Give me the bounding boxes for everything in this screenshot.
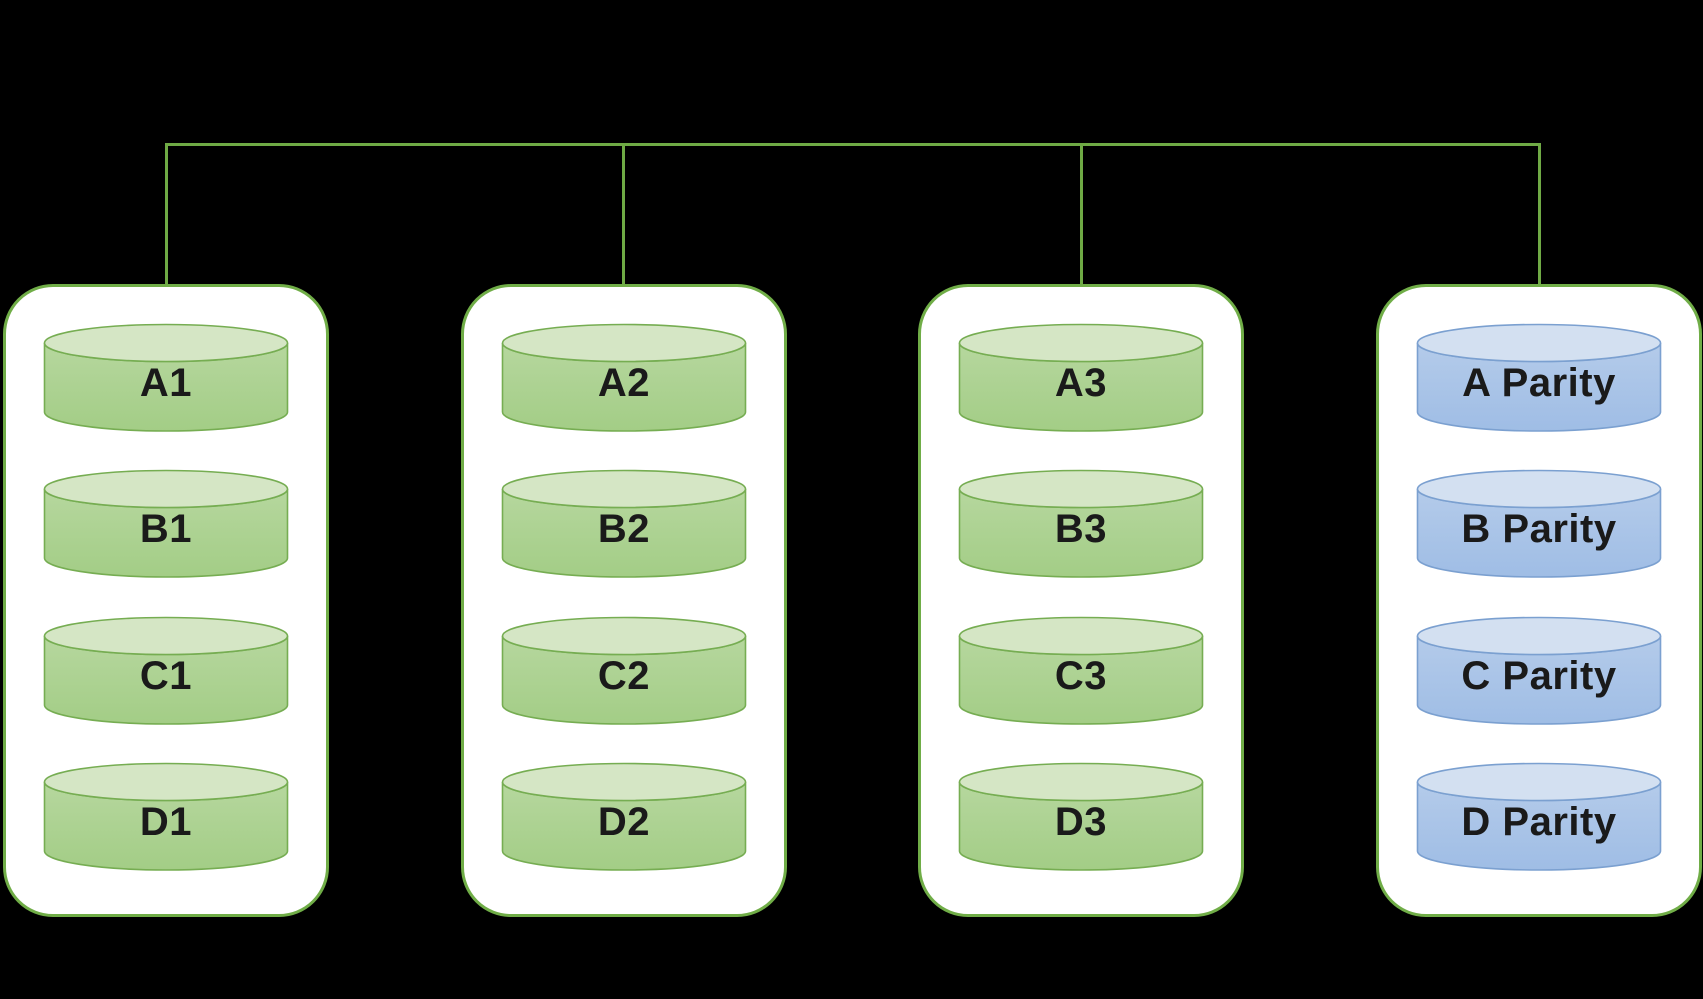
disk-label: B3 [1054, 506, 1108, 551]
cylinder-icon [1416, 616, 1662, 725]
disk-label: D3 [1054, 799, 1108, 844]
disk-label: D1 [139, 799, 193, 844]
bus-drop-line-disk-3 [1080, 143, 1083, 286]
disk-d-parity: D Parity [1416, 762, 1662, 872]
disk-d2: D2 [501, 762, 747, 872]
disk-label: B1 [139, 506, 193, 551]
disk-b1: B1 [43, 469, 289, 579]
disk-b3: B3 [958, 469, 1204, 579]
disk-label: C1 [139, 653, 193, 698]
cylinder-icon [501, 762, 747, 871]
disk-label: C Parity [1461, 653, 1617, 698]
cylinder-icon [1416, 323, 1662, 432]
disk-a3: A3 [958, 323, 1204, 433]
cylinder-icon [501, 616, 747, 725]
disk-label: B2 [597, 506, 651, 551]
bus-drop-line-parity-disk [1538, 143, 1541, 286]
cylinder-icon [1416, 469, 1662, 578]
cylinder-icon [43, 762, 289, 871]
bus-drop-line-disk-1 [165, 143, 168, 286]
disk-1-enclosure: A1 B1 C1 D1 [3, 284, 329, 917]
disk-d3: D3 [958, 762, 1204, 872]
cylinder-icon [43, 323, 289, 432]
cylinder-icon [958, 469, 1204, 578]
disk-b-parity: B Parity [1416, 469, 1662, 579]
disk-label: A Parity [1462, 360, 1616, 405]
disk-label: B Parity [1461, 506, 1617, 551]
cylinder-icon [958, 323, 1204, 432]
cylinder-icon [501, 469, 747, 578]
bus-drop-line-disk-2 [622, 143, 625, 286]
disk-a2: A2 [501, 323, 747, 433]
disk-a-parity: A Parity [1416, 323, 1662, 433]
disk-c3: C3 [958, 616, 1204, 726]
cylinder-icon [958, 762, 1204, 871]
disk-label: D Parity [1461, 799, 1617, 844]
disk-label: C3 [1054, 653, 1108, 698]
disk-label: C2 [597, 653, 651, 698]
cylinder-icon [501, 323, 747, 432]
cylinder-icon [43, 469, 289, 578]
cylinder-icon [1416, 762, 1662, 871]
disk-c-parity: C Parity [1416, 616, 1662, 726]
disk-3-enclosure: A3 B3 C3 D3 [918, 284, 1244, 917]
disk-a1: A1 [43, 323, 289, 433]
parity-disk-enclosure: A Parity B Parity C Parity D Parity [1376, 284, 1702, 917]
disk-c1: C1 [43, 616, 289, 726]
cylinder-icon [43, 616, 289, 725]
disk-c2: C2 [501, 616, 747, 726]
bus-horizontal-line [166, 143, 1541, 146]
disk-label: A3 [1054, 360, 1108, 405]
disk-label: A2 [597, 360, 651, 405]
cylinder-icon [958, 616, 1204, 725]
disk-b2: B2 [501, 469, 747, 579]
disk-2-enclosure: A2 B2 C2 D2 [461, 284, 787, 917]
disk-label: A1 [139, 360, 193, 405]
disk-label: D2 [597, 799, 651, 844]
disk-d1: D1 [43, 762, 289, 872]
